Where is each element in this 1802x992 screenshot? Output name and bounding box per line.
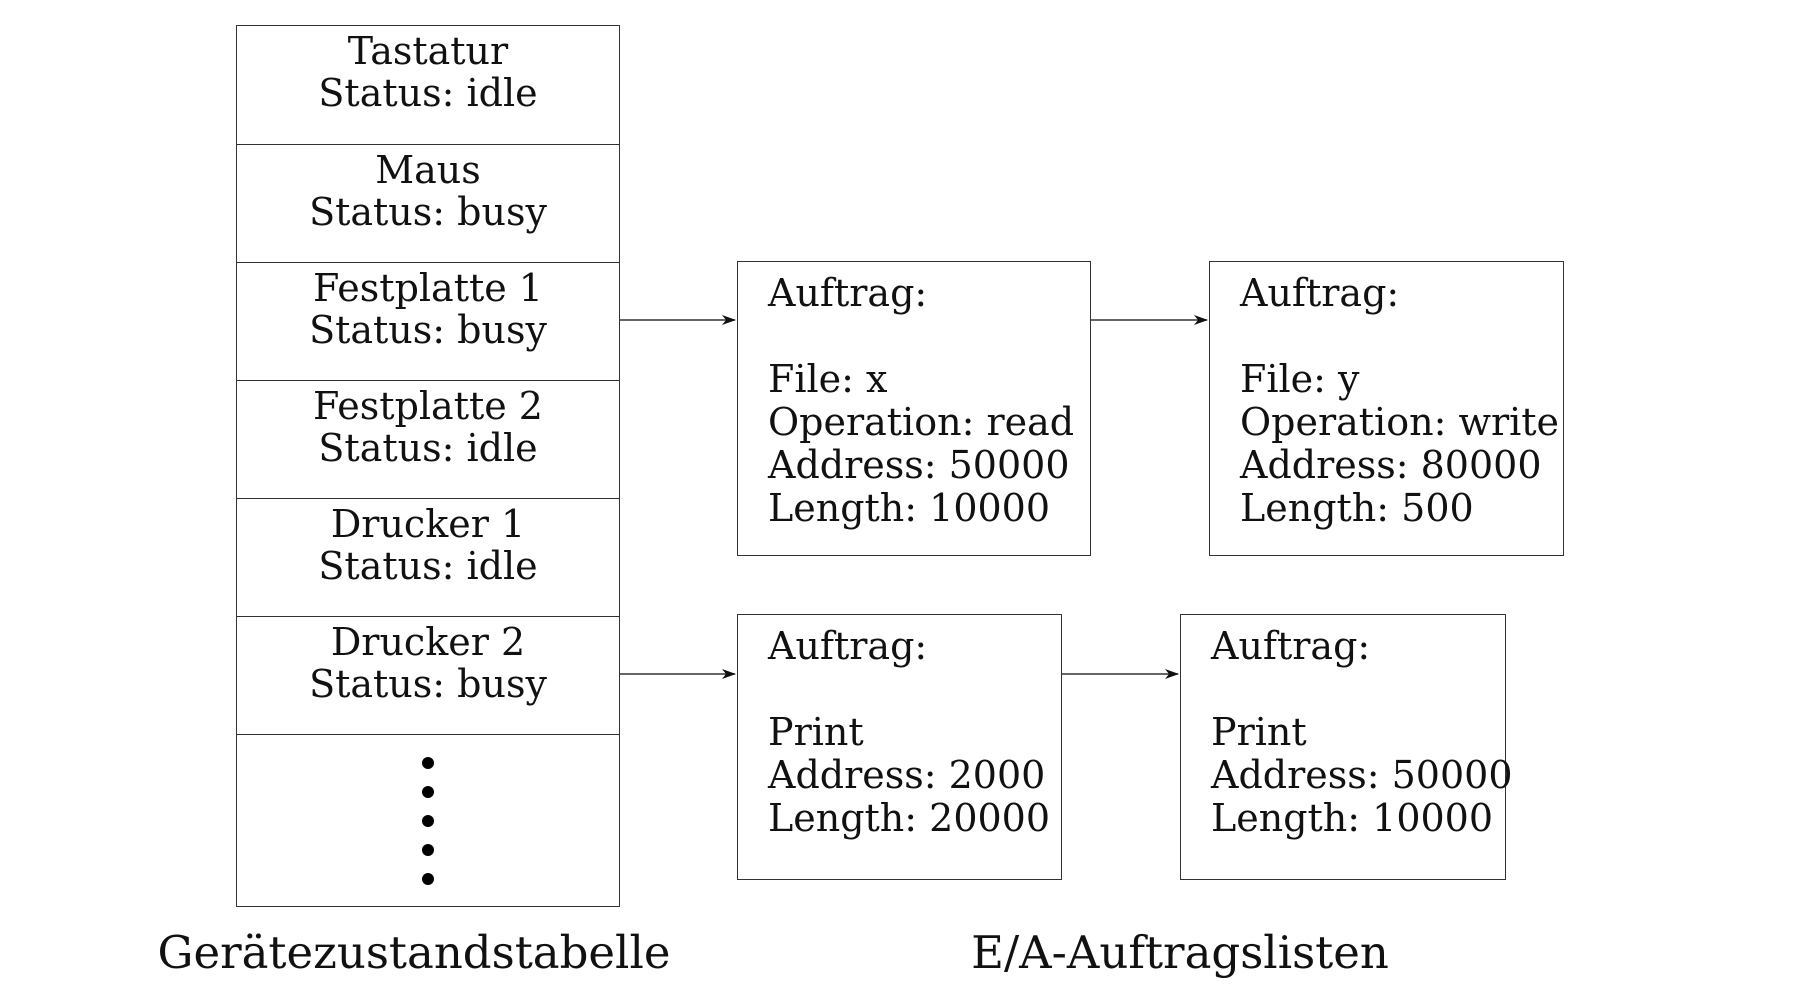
- device-name: Drucker 1: [330, 502, 526, 546]
- job-line: Auftrag:: [1211, 624, 1371, 668]
- device-row-festplatte-2: Festplatte 2 Status: idle: [237, 380, 619, 498]
- job-line: File: y: [1240, 357, 1360, 401]
- device-status-table: Tastatur Status: idle Maus Status: busy …: [236, 25, 620, 907]
- job-line: Print: [768, 710, 864, 754]
- job-line: Auftrag:: [768, 271, 928, 315]
- device-row-drucker-1: Drucker 1 Status: idle: [237, 498, 619, 616]
- job-line: [768, 315, 1090, 358]
- job-line: Address: 80000: [1240, 443, 1542, 487]
- device-status: Status: busy: [309, 190, 547, 234]
- job-line: Length: 10000: [768, 486, 1051, 530]
- device-status: Status: busy: [309, 308, 547, 352]
- device-row-drucker-2: Drucker 2 Status: busy: [237, 616, 619, 734]
- job-box-row1-1: Auftrag: File: x Operation: read Address…: [737, 261, 1091, 556]
- job-line: [768, 668, 1061, 711]
- job-box-row1-2: Auftrag: File: y Operation: write Addres…: [1209, 261, 1564, 556]
- job-line: [1211, 668, 1505, 711]
- device-name: Festplatte 2: [313, 384, 543, 428]
- device-row-festplatte-1: Festplatte 1 Status: busy: [237, 262, 619, 380]
- job-line: Auftrag:: [1240, 271, 1400, 315]
- device-table-caption: Gerätezustandstabelle: [157, 926, 671, 979]
- ellipsis-dot: [422, 757, 434, 769]
- device-status: Status: idle: [318, 426, 538, 470]
- job-line: Print: [1211, 710, 1307, 754]
- ellipsis-dot: [422, 786, 434, 798]
- job-line: Operation: write: [1240, 400, 1560, 444]
- job-box-row2-1: Auftrag: Print Address: 2000 Length: 200…: [737, 614, 1062, 880]
- device-status: Status: busy: [309, 662, 547, 706]
- device-row-ellipsis: [237, 734, 619, 906]
- job-line: Length: 10000: [1211, 796, 1494, 840]
- device-status: Status: idle: [318, 544, 538, 588]
- job-line: Length: 500: [1240, 486, 1474, 530]
- job-line: Operation: read: [768, 400, 1075, 444]
- job-line: Length: 20000: [768, 796, 1051, 840]
- device-status: Status: idle: [318, 71, 538, 115]
- device-name: Drucker 2: [330, 620, 526, 664]
- job-line: [1240, 315, 1563, 358]
- device-name: Festplatte 1: [313, 266, 543, 310]
- device-name: Maus: [375, 148, 481, 192]
- ellipsis-dot: [422, 815, 434, 827]
- job-lists-caption: E/A-Auftragslisten: [971, 926, 1389, 979]
- ellipsis-dot: [422, 844, 434, 856]
- device-row-maus: Maus Status: busy: [237, 144, 619, 262]
- job-line: Address: 50000: [768, 443, 1070, 487]
- job-line: Address: 2000: [768, 753, 1046, 797]
- ellipsis-dot: [422, 873, 434, 885]
- job-box-row2-2: Auftrag: Print Address: 50000 Length: 10…: [1180, 614, 1513, 880]
- job-line: Address: 50000: [1211, 753, 1513, 797]
- device-row-tastatur: Tastatur Status: idle: [237, 26, 619, 144]
- job-line: File: x: [768, 357, 888, 401]
- job-line: Auftrag:: [768, 624, 928, 668]
- device-name: Tastatur: [347, 29, 509, 73]
